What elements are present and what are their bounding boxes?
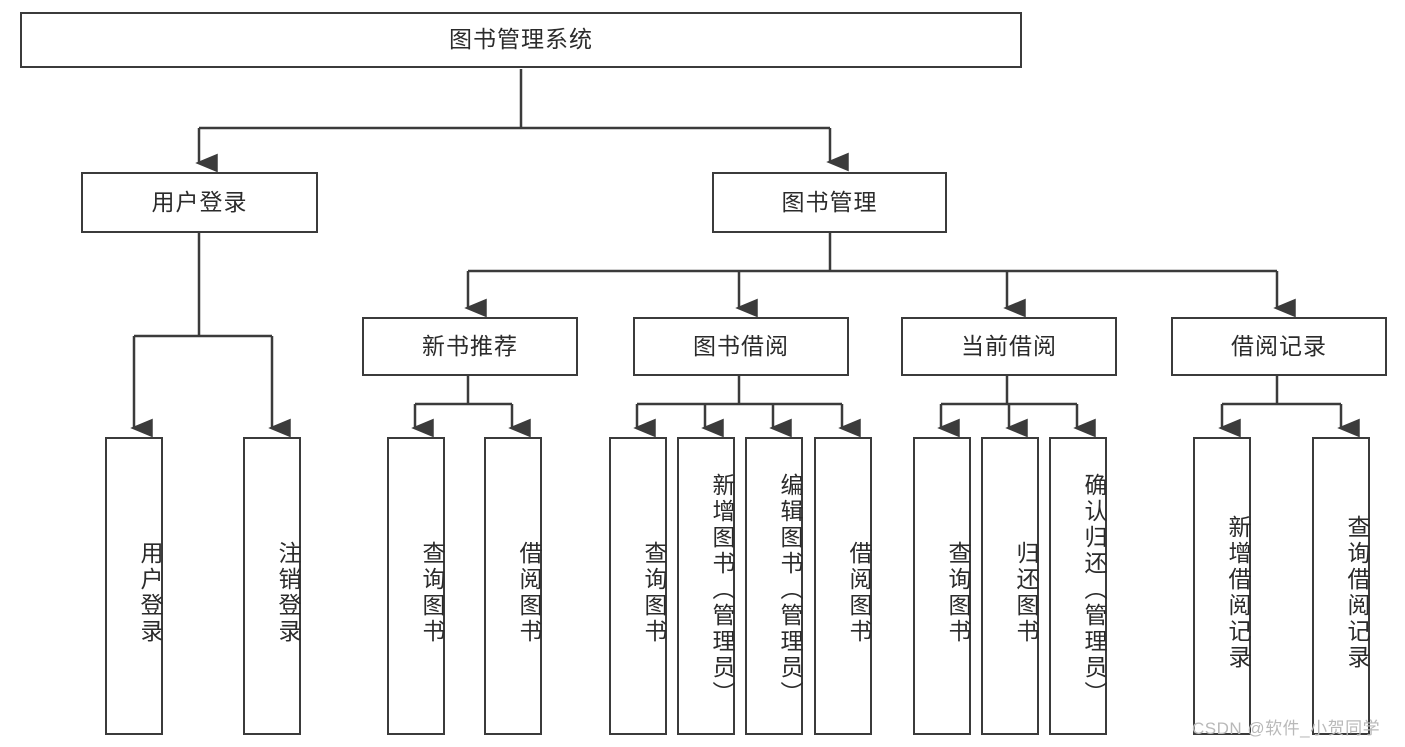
leaf-return-book[interactable]: 归还图书 [981, 437, 1039, 735]
node-label: 借阅记录 [1231, 332, 1327, 359]
node-label: 借阅图书 [516, 541, 542, 645]
node-label: 新书推荐 [422, 332, 518, 359]
leaf-add-borrow-record[interactable]: 新增借阅记录 [1193, 437, 1251, 735]
leaf-query-borrow-record[interactable]: 查询借阅记录 [1312, 437, 1370, 735]
leaf-confirm-return[interactable]: 确认归还（管理员） [1049, 437, 1107, 735]
leaf-user-login[interactable]: 用户登录 [105, 437, 163, 735]
node-label: 查询图书 [419, 541, 445, 645]
node-label: 用户登录 [151, 188, 248, 215]
node-borrow-record[interactable]: 借阅记录 [1171, 317, 1387, 376]
node-label: 注销登录 [275, 541, 301, 645]
node-label: 确认归还（管理员） [1081, 473, 1107, 707]
node-label: 新增图书（管理员） [709, 473, 735, 707]
leaf-query-book-recommend[interactable]: 查询图书 [387, 437, 445, 735]
leaf-logout-login[interactable]: 注销登录 [243, 437, 301, 735]
csdn-watermark: CSDN @软件_小贺同学 [1192, 719, 1381, 738]
leaf-add-book[interactable]: 新增图书（管理员） [677, 437, 735, 735]
node-book-manage[interactable]: 图书管理 [712, 172, 947, 233]
node-current-borrow[interactable]: 当前借阅 [901, 317, 1117, 376]
leaf-borrow-book[interactable]: 借阅图书 [814, 437, 872, 735]
node-label: 查询图书 [945, 541, 971, 645]
node-label: 查询图书 [641, 541, 667, 645]
node-label: 当前借阅 [961, 332, 1057, 359]
node-new-book-recommend[interactable]: 新书推荐 [362, 317, 578, 376]
node-label: 编辑图书（管理员） [777, 473, 803, 707]
node-book-borrow[interactable]: 图书借阅 [633, 317, 849, 376]
leaf-query-book-borrow[interactable]: 查询图书 [609, 437, 667, 735]
node-label: 归还图书 [1013, 541, 1039, 645]
node-label: 查询借阅记录 [1344, 515, 1370, 671]
node-user-login[interactable]: 用户登录 [81, 172, 318, 233]
node-label: 图书管理系统 [449, 26, 593, 53]
node-root-book-management-system[interactable]: 图书管理系统 [20, 12, 1022, 68]
node-label: 图书管理 [781, 188, 878, 215]
leaf-borrow-book-recommend[interactable]: 借阅图书 [484, 437, 542, 735]
leaf-edit-book[interactable]: 编辑图书（管理员） [745, 437, 803, 735]
node-label: 新增借阅记录 [1225, 515, 1251, 671]
node-label: 图书借阅 [693, 332, 789, 359]
node-label: 借阅图书 [846, 541, 872, 645]
node-label: 用户登录 [137, 541, 163, 645]
leaf-query-book-current[interactable]: 查询图书 [913, 437, 971, 735]
